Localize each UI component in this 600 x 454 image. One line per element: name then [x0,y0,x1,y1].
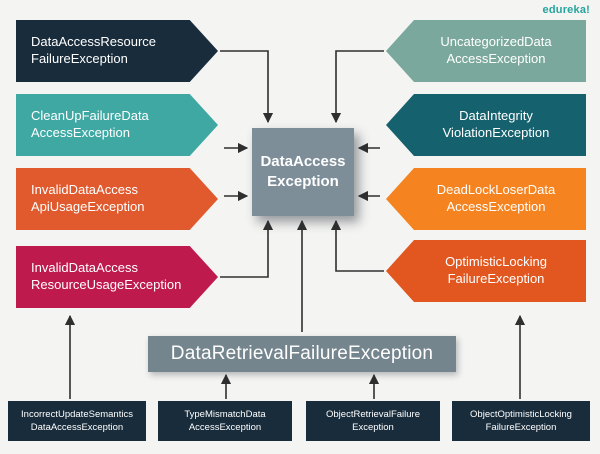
arrow-resource-failure-to-center [220,50,274,124]
node-incorrect-update-semantics-data-access-exception: IncorrectUpdateSemantics DataAccessExcep… [8,401,146,441]
banner-data-integrity-violation-exception: DataIntegrity ViolationException [386,94,586,156]
node-type-mismatch-data-access-exception: TypeMismatchData AccessException [158,401,292,441]
node-data-retrieval-failure-exception: DataRetrievalFailureException [148,336,456,372]
arrow-resource-usage-to-center [220,219,274,278]
node-data-access-exception: DataAccess Exception [252,128,354,216]
banner-invalid-data-access-resource-usage-exception: InvalidDataAccess ResourceUsageException [16,246,218,308]
edureka-logo: edureka! [542,4,590,16]
arrow-uncategorized-to-center [330,50,384,124]
banner-deadlock-loser-data-access-exception: DeadLockLoserData AccessException [386,168,586,230]
banner-data-access-resource-failure-exception: DataAccessResource FailureException [16,20,218,82]
node-object-retrieval-failure-exception: ObjectRetrievalFailure Exception [306,401,440,441]
arrow-optimistic-locking-to-center [330,219,384,272]
banner-optimistic-locking-failure-exception: OptimisticLocking FailureException [386,240,586,302]
banner-cleanup-failure-data-access-exception: CleanUpFailureData AccessException [16,94,218,156]
node-object-optimistic-locking-failure-exception: ObjectOptimisticLocking FailureException [452,401,590,441]
banner-uncategorized-data-access-exception: UncategorizedData AccessException [386,20,586,82]
banner-invalid-data-access-api-usage-exception: InvalidDataAccess ApiUsageException [16,168,218,230]
